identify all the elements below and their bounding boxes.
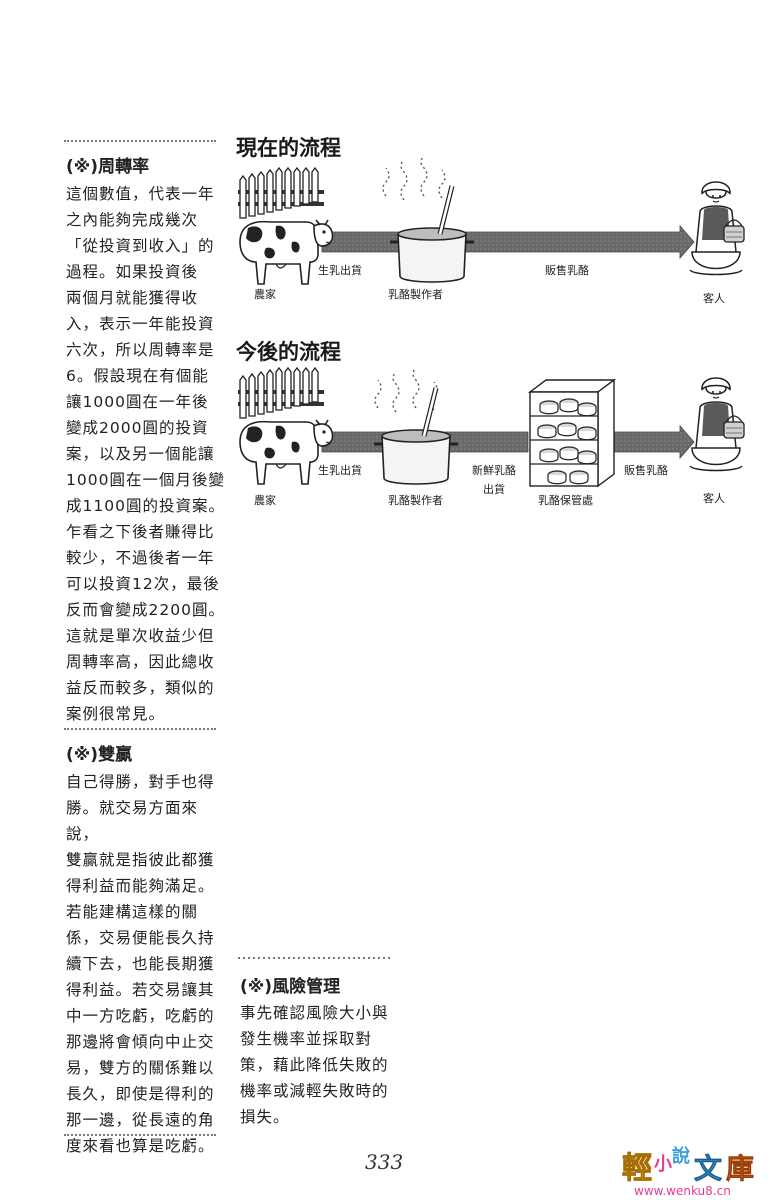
flow-arrow-current <box>321 224 695 260</box>
label-sell-cheese: 販售乳酪 <box>545 264 589 277</box>
body-line: 兩個月就能獲得收 <box>66 289 199 307</box>
note-title-risk: (※)風險管理 <box>240 977 341 997</box>
label-ship-milk: 生乳出貨 <box>318 264 362 277</box>
flow-arrow-storage-to-customer <box>611 424 695 460</box>
body-line: 反而會變成2200圓。 <box>66 601 225 619</box>
svg-text:庫: 庫 <box>726 1152 754 1185</box>
body-line: 事先確認風險大小與 <box>240 1004 389 1022</box>
svg-text:輕: 輕 <box>622 1151 652 1186</box>
body-line: 案例很常見。 <box>66 705 166 723</box>
divider <box>64 140 216 142</box>
note-title-win-win: (※)雙贏 <box>66 745 133 765</box>
label-cheese-maker: 乳酪製作者 <box>388 494 443 507</box>
label-ship-fresh-line1: 新鮮乳酪 <box>472 464 516 477</box>
note-body-risk: 事先確認風險大小與發生機率並採取對策，藉此降低失敗的機率或減輕失敗時的損失。 <box>240 1000 400 1130</box>
body-line: 長久，即使是得利的 <box>66 1085 215 1103</box>
body-line: 係，交易便能長久持 <box>66 929 215 947</box>
body-line: 變成2000圓的投資 <box>66 419 209 437</box>
body-line: 周轉率高，因此總收 <box>66 653 215 671</box>
svg-text:www.wenku8.cn: www.wenku8.cn <box>634 1184 731 1198</box>
label-customer: 客人 <box>703 292 725 305</box>
body-line: 得利益而能夠滿足。 <box>66 877 215 895</box>
body-line: 續下去，也能長期獲 <box>66 955 215 973</box>
body-line: 那一邊，從長遠的角 <box>66 1111 215 1129</box>
body-line: 入，表示一年能投資 <box>66 315 215 333</box>
body-line: 6。假設現在有個能 <box>66 367 209 385</box>
body-line: 度來看也算是吃虧。 <box>66 1137 215 1155</box>
label-customer: 客人 <box>703 492 725 505</box>
diagram-title-future: 今後的流程 <box>236 340 341 364</box>
body-line: 損失。 <box>240 1108 290 1126</box>
divider <box>64 1134 216 1136</box>
label-farmer: 農家 <box>254 494 276 507</box>
svg-text:小: 小 <box>654 1154 672 1175</box>
label-sell-cheese: 販售乳酪 <box>624 464 668 477</box>
body-line: 中一方吃虧，吃虧的 <box>66 1007 215 1025</box>
note-title-turnover: (※)周轉率 <box>66 157 150 177</box>
body-line: 過程。如果投資後 <box>66 263 199 281</box>
label-farmer: 農家 <box>254 288 276 301</box>
label-storage: 乳酪保管處 <box>538 494 593 507</box>
body-line: 自己得勝，對手也得 <box>66 773 215 791</box>
note-body-turnover: 這個數值，代表一年之內能夠完成幾次「從投資到收入」的過程。如果投資後兩個月就能獲… <box>66 181 226 727</box>
body-line: 這就是單次收益少但 <box>66 627 215 645</box>
label-ship-milk: 生乳出貨 <box>318 464 362 477</box>
body-line: 那邊將會傾向中止交 <box>66 1033 215 1051</box>
body-line: 若能建構這樣的關 <box>66 903 199 921</box>
watermark-logo: 輕 小 說 文 庫 www.wenku8.cn <box>618 1140 768 1198</box>
body-line: 成1100圓的投資案。 <box>66 497 225 515</box>
label-ship-fresh-line2: 出貨 <box>483 483 505 496</box>
body-line: 勝。就交易方面來說， <box>66 799 199 843</box>
diagram-title-current: 現在的流程 <box>236 136 341 160</box>
body-line: 案，以及另一個能讓 <box>66 445 215 463</box>
body-line: 機率或減輕失敗時的 <box>240 1082 389 1100</box>
body-line: 易，雙方的關係難以 <box>66 1059 215 1077</box>
label-cheese-maker: 乳酪製作者 <box>388 288 443 301</box>
body-line: 乍看之下後者賺得比 <box>66 523 215 541</box>
body-line: 讓1000圓在一年後 <box>66 393 209 411</box>
note-body-win-win: 自己得勝，對手也得勝。就交易方面來說， 雙贏就是指彼此都獲得利益而能夠滿足。若能建… <box>66 769 226 1159</box>
body-line: 可以投資12次，最後 <box>66 575 220 593</box>
body-line: 這個數值，代表一年 <box>66 185 215 203</box>
body-line: 策，藉此降低失敗的 <box>240 1056 389 1074</box>
body-line: 較少，不過後者一年 <box>66 549 215 567</box>
page-number: 333 <box>365 1150 404 1174</box>
svg-text:文: 文 <box>694 1152 722 1185</box>
body-line: 六次，所以周轉率是 <box>66 341 215 359</box>
body-line: 「從投資到收入」的 <box>66 237 215 255</box>
body-line: 雙贏就是指彼此都獲 <box>66 851 215 869</box>
body-line: 1000圓在一個月後變 <box>66 471 225 489</box>
body-line: 益反而較多，類似的 <box>66 679 215 697</box>
label-ship-fresh: 新鮮乳酪 出貨 <box>464 462 524 497</box>
body-line: 得利益。若交易讓其 <box>66 981 215 999</box>
divider <box>64 728 216 730</box>
svg-text:說: 說 <box>672 1145 690 1167</box>
body-line: 之內能夠完成幾次 <box>66 211 199 229</box>
body-line: 發生機率並採取對 <box>240 1030 373 1048</box>
storage-shelf <box>527 378 617 488</box>
